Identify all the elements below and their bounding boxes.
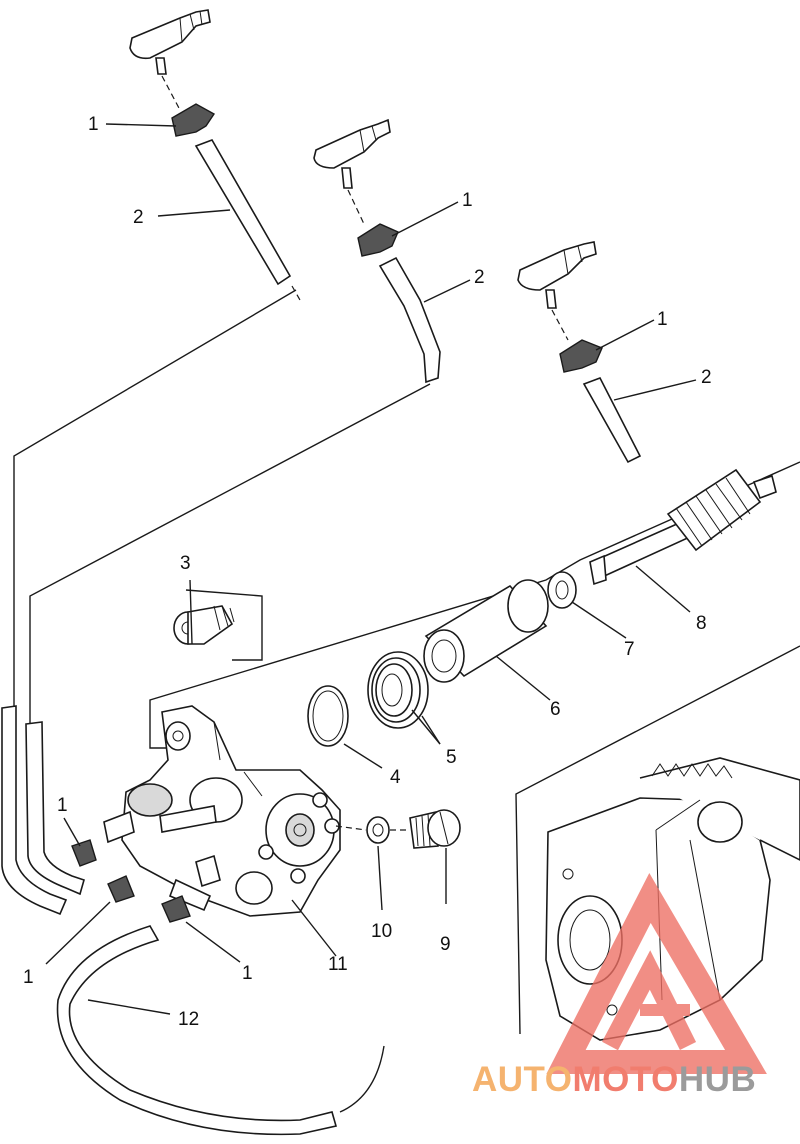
- clamp-1a: [171, 103, 216, 137]
- callout-6: 6: [550, 699, 561, 720]
- callout-2b: 2: [474, 267, 485, 288]
- o-ring-4: [307, 685, 349, 747]
- feed-hoses: [1, 705, 85, 916]
- clamp-1c: [559, 339, 603, 373]
- watermark-moto: MOTO: [572, 1060, 679, 1099]
- callout-10: 10: [371, 921, 393, 942]
- callout-5: 5: [446, 747, 457, 768]
- injector-fitting-1: [129, 9, 211, 111]
- injector-fitting-3: [517, 241, 597, 341]
- callout-2c: 2: [701, 367, 712, 388]
- watermark-hub: HUB: [678, 1060, 757, 1099]
- drive-shaft-8: [589, 468, 777, 586]
- callout-1b: 1: [462, 190, 473, 211]
- watermark-text: AUTOMOTOHUB: [472, 1062, 756, 1097]
- screw-9: [409, 809, 461, 849]
- watermark-auto: AUTO: [472, 1060, 573, 1099]
- callout-3: 3: [180, 553, 191, 574]
- callout-9: 9: [440, 934, 451, 955]
- leader-lines: [45, 123, 697, 1015]
- hose-2b: [378, 256, 441, 384]
- callout-1e: 1: [23, 967, 34, 988]
- sleeve-6: [423, 579, 549, 683]
- washer-10: [366, 816, 390, 844]
- callout-1a: 1: [88, 114, 99, 135]
- bolt-3: [173, 589, 263, 661]
- hose-2c: [582, 377, 642, 464]
- clamp-1d: [71, 839, 97, 867]
- callout-7: 7: [624, 639, 635, 660]
- pump-body-11: [103, 705, 341, 917]
- watermark-logo-icon: [546, 873, 767, 1074]
- washer-7: [547, 571, 577, 609]
- clamp-1b: [357, 223, 399, 257]
- callout-1d: 1: [57, 795, 68, 816]
- callout-4: 4: [390, 767, 401, 788]
- callout-1c: 1: [657, 309, 668, 330]
- injector-fitting-2: [313, 118, 391, 225]
- callout-12: 12: [178, 1009, 200, 1030]
- seals-5: [367, 651, 429, 729]
- hose-2a: [194, 139, 301, 301]
- callout-8: 8: [696, 613, 707, 634]
- clamp-1f: [161, 895, 191, 923]
- callout-1f: 1: [242, 963, 253, 984]
- clamp-1e: [107, 875, 135, 903]
- callout-11: 11: [328, 954, 348, 975]
- hose-12: [56, 925, 385, 1136]
- callout-2a: 2: [133, 207, 144, 228]
